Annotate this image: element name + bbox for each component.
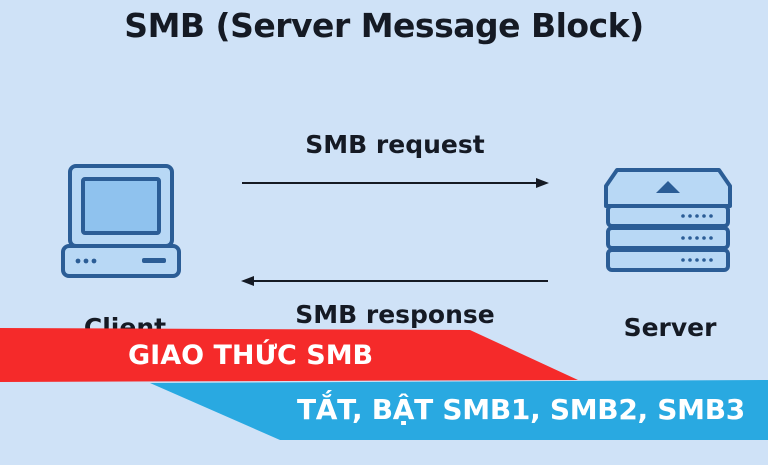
request-arrow [242,178,549,188]
red-banner [0,328,578,382]
response-label: SMB response [295,300,495,329]
server-icon [604,168,732,272]
response-arrow [241,276,548,286]
banner-primary-text: GIAO THỨC SMB [128,340,374,371]
banner-secondary-text: TẮT, BẬT SMB1, SMB2, SMB3 [297,393,745,426]
diagram-title: SMB (Server Message Block) [124,6,644,45]
request-label: SMB request [305,130,485,159]
laptop-icon [61,164,181,278]
blue-banner [150,380,768,440]
server-label: Server [623,313,717,342]
